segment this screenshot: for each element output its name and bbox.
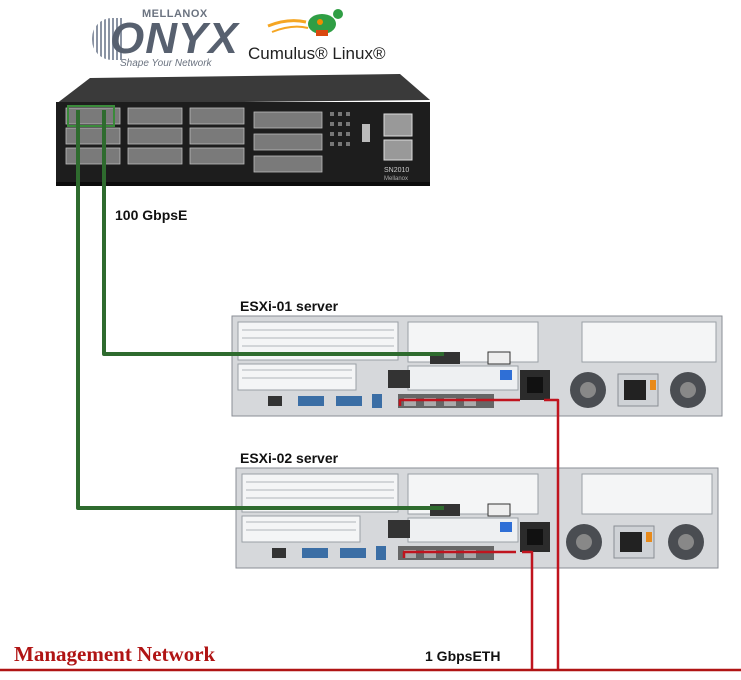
data-link-label: 100 GbpsE — [115, 207, 188, 223]
cumulus-logo: Cumulus® Linux® — [248, 4, 388, 68]
data-cables — [76, 110, 444, 510]
network-switch: SN2010 Mellanox — [56, 74, 430, 186]
mgmt-link-label: 1 GbpsETH — [425, 648, 501, 664]
mgmt-cable-server-2 — [522, 550, 534, 670]
switch-vendor-text: Mellanox — [384, 176, 408, 182]
server-2-name: ESXi-02 server — [240, 450, 339, 466]
onyx-name-text: ONYX — [110, 14, 239, 63]
switch-model-text: SN2010 — [384, 167, 409, 174]
mgmt-cable-nic-1 — [398, 398, 520, 406]
switch-port-highlight — [67, 105, 115, 127]
cumulus-text: Cumulus® Linux® — [248, 44, 386, 63]
onyx-brand-text: MELLANOX — [142, 8, 208, 20]
mgmt-cable-nic-2 — [402, 550, 516, 558]
data-cable-server-1 — [102, 110, 444, 356]
mgmt-cable-server-1 — [544, 398, 560, 670]
onyx-stripes-icon — [92, 18, 122, 60]
data-cable-server-2 — [76, 110, 444, 510]
server-1-name: ESXi-01 server — [240, 298, 339, 314]
onyx-tagline-text: Shape Your Network — [120, 58, 212, 69]
turtle-icon — [267, 9, 343, 36]
mgmt-cables — [398, 398, 560, 670]
onyx-logo: MELLANOX ONYX Shape Your Network — [92, 8, 238, 69]
management-network-label: Management Network — [14, 642, 216, 666]
